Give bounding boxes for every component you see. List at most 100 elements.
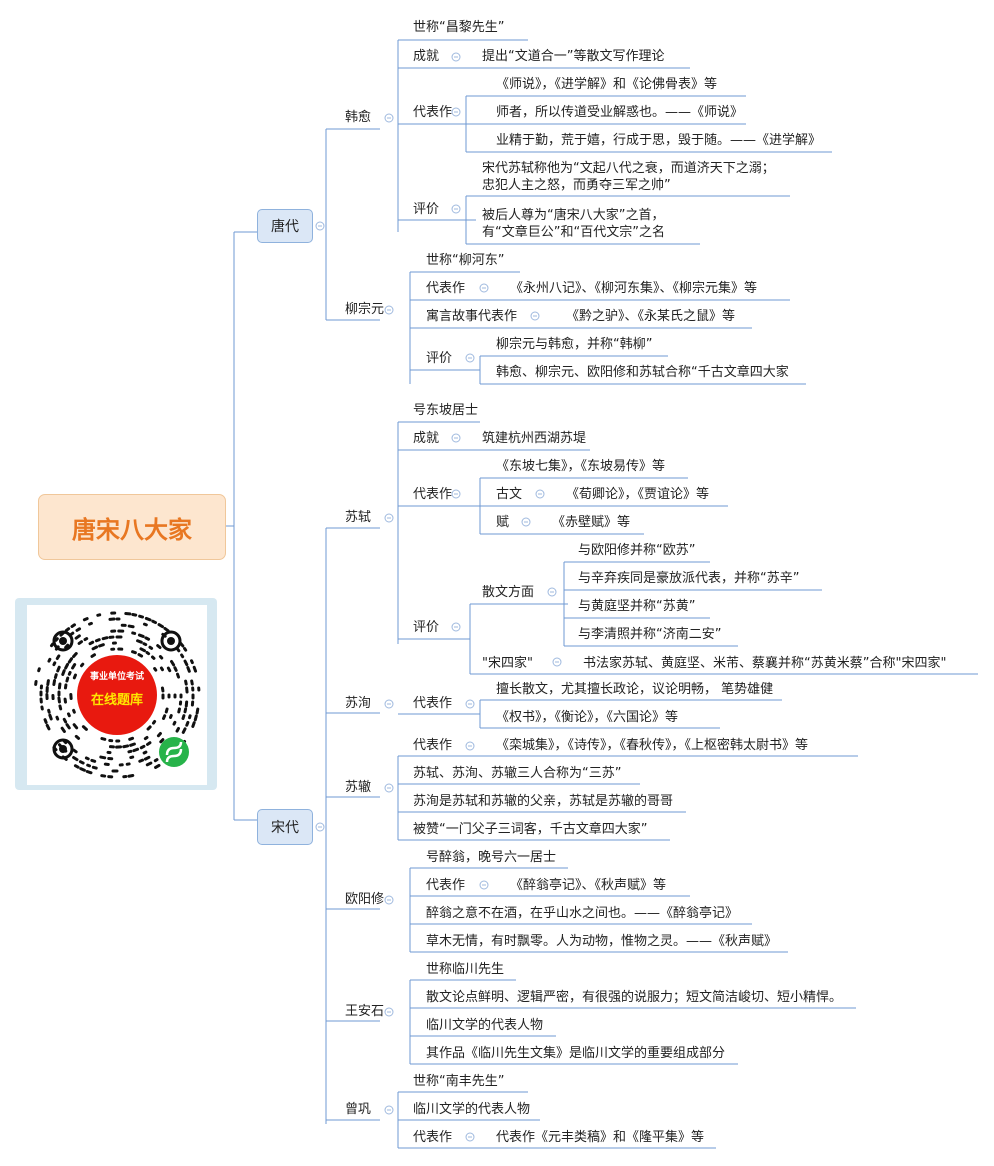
sushi-works-label[interactable]: 代表作 (413, 487, 453, 502)
liu-eval-label[interactable]: 评价 (426, 351, 453, 366)
sushi-achieve[interactable]: 筑建杭州西湖苏堤 (482, 431, 587, 446)
author-liuzongyuan[interactable]: 柳宗元 (345, 302, 385, 317)
wang-item-1[interactable]: 世称临川先生 (426, 962, 505, 977)
suxun-work-2[interactable]: 《权书》，《衡论》，《六国论》等 (496, 710, 679, 725)
qr-dot (86, 763, 92, 768)
qr-dot (46, 679, 50, 687)
qr-dot (101, 636, 109, 641)
suzhe-note-1[interactable]: 苏轼、苏洵、苏辙三人合称为“三苏” (413, 766, 622, 781)
hanyu-work-1[interactable]: 《师说》，《进学解》和《论佛骨表》等 (496, 77, 718, 92)
collapse-toggle (547, 587, 557, 597)
liu-fable[interactable]: 《黔之驴》、《永某氏之鼠》等 (566, 309, 736, 324)
sushi-song4[interactable]: 书法家苏轼、黄庭坚、米芾、蔡襄并称“苏黄米蔡”合称"宋四家" (583, 656, 947, 671)
qr-dot (180, 653, 185, 659)
author-wanganshi[interactable]: 王安石 (345, 1004, 385, 1019)
qr-dot (55, 715, 60, 721)
qr-dot (74, 734, 81, 740)
qr-dot (157, 623, 164, 629)
qr-dot (67, 657, 74, 664)
collapse-toggle (384, 699, 394, 709)
sushi-achieve-label[interactable]: 成就 (413, 431, 440, 446)
ouyang-works-label[interactable]: 代表作 (426, 878, 466, 893)
zeng-rep[interactable]: 临川文学的代表人物 (413, 1102, 531, 1117)
qr-code: 事业单位考试 在线题库 (27, 605, 207, 785)
sushi-fu[interactable]: 《赤壁赋》等 (552, 515, 631, 530)
wang-item-4[interactable]: 其作品《临川先生文集》是临川文学的重要组成部分 (426, 1046, 726, 1061)
qr-dot (169, 714, 173, 719)
wang-item-2[interactable]: 散文论点鲜明、逻辑严密，有很强的说服力；短文简洁峻切、短小精悍。 (426, 990, 843, 1005)
qr-dot (176, 672, 181, 679)
sushi-title[interactable]: 号东坡居士 (413, 403, 479, 418)
qr-dot (55, 654, 61, 660)
sushi-song4-label[interactable]: "宋四家" (482, 656, 533, 671)
wang-item-3[interactable]: 临川文学的代表人物 (426, 1018, 544, 1033)
qr-dot (145, 741, 152, 746)
hanyu-achieve-label[interactable]: 成就 (413, 49, 440, 64)
zeng-title[interactable]: 世称“南丰先生” (413, 1074, 505, 1089)
qr-dot (159, 666, 164, 672)
qr-dot (192, 665, 198, 673)
author-sushi[interactable]: 苏轼 (345, 510, 372, 525)
mini-program-badge (159, 737, 189, 767)
hanyu-title[interactable]: 世称“昌黎先生” (413, 20, 505, 35)
sushi-works-main[interactable]: 《东坡七集》，《东坡易传》等 (496, 459, 666, 474)
suzhe-note-3[interactable]: 被赞“一门父子三词客，千古文章四大家” (413, 822, 648, 837)
ouyang-quote-1[interactable]: 醉翁之意不在酒，在乎山水之间也。——《醉翁亭记》 (426, 906, 739, 921)
sushi-aspect-3[interactable]: 与黄庭坚并称“苏黄” (578, 599, 696, 614)
qr-code-graphic (34, 611, 201, 779)
hanyu-work-2[interactable]: 师者，所以传道受业解惑也。——《师说》 (496, 105, 744, 120)
qr-dot (53, 673, 58, 680)
dynasty-tang[interactable]: 唐代 (257, 209, 313, 243)
zeng-works[interactable]: 代表作《元丰类稿》和《隆平集》等 (496, 1130, 705, 1145)
suxun-work-1[interactable]: 擅长散文，尤其擅长政论，议论明畅， 笔势雄健 (496, 682, 774, 697)
liu-eval-2[interactable]: 韩愈、柳宗元、欧阳修和苏轼合称“千古文章四大家 (496, 365, 789, 380)
root-topic[interactable]: 唐宋八大家 (38, 494, 226, 560)
author-ouyangxiu[interactable]: 欧阳修 (345, 892, 385, 907)
sushi-aspect-4[interactable]: 与李清照并称“济南二安” (578, 627, 722, 642)
liu-works[interactable]: 《永州八记》、《柳河东集》、《柳宗元集》等 (510, 281, 758, 296)
sushi-prose[interactable]: 《荀卿论》，《贾谊论》等 (566, 487, 710, 502)
collapse-toggle (535, 489, 545, 499)
sushi-prose-aspect-label[interactable]: 散文方面 (482, 585, 535, 600)
author-suxun[interactable]: 苏洵 (345, 696, 372, 711)
author-hanyu[interactable]: 韩愈 (345, 110, 372, 125)
collapse-toggle (530, 311, 540, 321)
author-suzhe[interactable]: 苏辙 (345, 780, 372, 795)
hanyu-eval-label[interactable]: 评价 (413, 202, 440, 217)
author-zenggong[interactable]: 曾巩 (345, 1102, 372, 1117)
suzhe-note-2[interactable]: 苏洵是苏轼和苏辙的父亲，苏轼是苏辙的哥哥 (413, 794, 674, 809)
hanyu-eval-2[interactable]: 被后人尊为“唐宋八大家”之首， 有“文章巨公”和“百代文宗”之名 (482, 208, 665, 240)
hanyu-works-label[interactable]: 代表作 (413, 105, 453, 120)
qr-dot (50, 642, 55, 648)
zeng-works-label[interactable]: 代表作 (413, 1130, 453, 1145)
sushi-aspect-2[interactable]: 与辛弃疾同是豪放派代表，并称“苏辛” (578, 571, 800, 586)
liu-fable-label[interactable]: 寓言故事代表作 (426, 309, 518, 324)
qr-dot (100, 737, 107, 741)
qr-dot (173, 666, 178, 672)
qr-dot (142, 622, 148, 627)
suxun-works-label[interactable]: 代表作 (413, 696, 453, 711)
hanyu-achieve[interactable]: 提出“文道合一”等散文写作理论 (482, 49, 665, 64)
sushi-aspect-1[interactable]: 与欧阳修并称“欧苏” (578, 543, 696, 558)
liu-works-label[interactable]: 代表作 (426, 281, 466, 296)
liu-eval-1[interactable]: 柳宗元与韩愈，并称“韩柳” (496, 337, 653, 352)
suzhe-works[interactable]: 《栾城集》，《诗传》，《春秋传》，《上枢密韩太尉书》等 (496, 738, 809, 753)
qr-dot (77, 640, 84, 645)
liu-title[interactable]: 世称“柳河东” (426, 253, 505, 268)
sushi-prose-label[interactable]: 古文 (496, 487, 523, 502)
sushi-eval-label[interactable]: 评价 (413, 620, 440, 635)
suzhe-works-label[interactable]: 代表作 (413, 738, 453, 753)
sushi-fu-label[interactable]: 赋 (496, 515, 510, 530)
ouyang-title[interactable]: 号醉翁，晚号六一居士 (426, 850, 557, 865)
qr-dot (67, 670, 72, 676)
ouyang-works[interactable]: 《醉翁亭记》、《秋声赋》等 (510, 878, 667, 893)
hanyu-work-3[interactable]: 业精于勤，荒于嬉，行成于思，毁于随。——《进学解》 (496, 133, 822, 148)
ouyang-quote-2[interactable]: 草木无情，有时飘零。人为动物，惟物之灵。——《秋声赋》 (426, 934, 778, 949)
dynasty-song[interactable]: 宋代 (257, 809, 313, 845)
qr-dot (70, 623, 77, 628)
hanyu-eval-1[interactable]: 宋代苏轼称他为“文起八代之衰，而道济天下之溺； 忠犯人主之怒，而勇夺三军之帅” (482, 161, 775, 193)
qr-dot (43, 718, 48, 724)
qr-dot (84, 756, 90, 761)
qr-dot (71, 663, 77, 670)
